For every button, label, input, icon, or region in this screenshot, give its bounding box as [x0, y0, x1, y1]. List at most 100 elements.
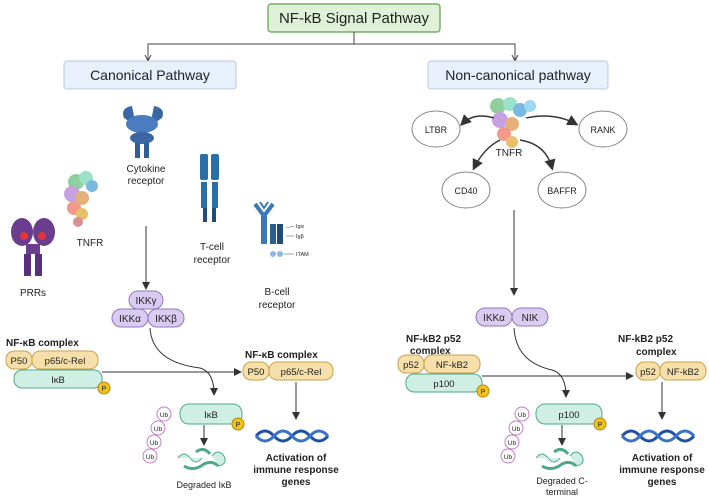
p65-label-right: p65/c-Rel — [281, 367, 322, 378]
ikka-label: IKKα — [483, 313, 505, 324]
svg-text:P: P — [481, 389, 486, 396]
activation-label-canonical-3: genes — [282, 477, 311, 488]
phospho-badge-nc-left — [476, 384, 490, 398]
arrow-ikk-phosphorylation — [149, 327, 218, 396]
p65-label-left: p65/c-Rel — [45, 356, 86, 367]
nfkb2-label-right: NF-kB2 — [667, 367, 699, 378]
prr-receptor-icon — [11, 218, 55, 276]
baffr-label: BAFFR — [547, 186, 577, 196]
tcell-receptor-icon — [200, 154, 219, 222]
nfkb2-box-right — [659, 361, 707, 381]
degraded-cterminal-icon — [535, 447, 584, 471]
nik-label: NIK — [522, 313, 539, 324]
ltbr-node — [411, 110, 461, 148]
ltbr-label: LTBR — [425, 125, 448, 135]
p100-box-ub — [535, 403, 603, 425]
arrow-to-rank — [525, 115, 579, 126]
ikb-box-ub — [179, 403, 243, 425]
activation-label-canonical-1: Activation of — [266, 453, 327, 464]
svg-text:P: P — [102, 386, 107, 393]
svg-text:P: P — [598, 422, 603, 429]
nik-box — [511, 307, 549, 327]
p52-label-left: p52 — [403, 360, 419, 371]
p65-box-left — [31, 350, 99, 370]
nfkb2-complex-label-left-1: NF-kB2 p52 — [406, 334, 461, 345]
phospho-badge-left — [97, 381, 111, 395]
phospho-badge-nc-ub — [593, 417, 607, 431]
svg-text:Ub: Ub — [504, 454, 513, 461]
nfkb-complex-label-left: NF-κB complex — [6, 338, 79, 349]
ikk-alpha-label: IKKα — [119, 314, 141, 325]
svg-text:P: P — [236, 422, 241, 429]
degraded-ikb-label: Degraded IκB — [176, 480, 231, 490]
svg-text:Ub: Ub — [508, 440, 517, 447]
bcell-receptor-label-1: B-cell — [264, 287, 289, 298]
arrow-to-ltbr — [460, 114, 495, 126]
activation-label-canonical-2: immune response — [253, 465, 339, 476]
ikb-label-left: IκB — [51, 375, 65, 386]
p50-label-right: P50 — [248, 367, 265, 378]
cytokine-receptor-label-2: receptor — [128, 176, 165, 187]
degraded-cterminal-label-2: terminal — [546, 487, 578, 497]
cd40-label: CD40 — [454, 186, 477, 196]
ubiquitin-chain-noncanonical — [500, 406, 530, 464]
ikk-beta-label: IKKβ — [155, 314, 177, 325]
tcell-receptor-label-2: receptor — [194, 255, 231, 266]
activation-label-noncanonical-1: Activation of — [632, 453, 693, 464]
p50-label-left: P50 — [11, 356, 28, 367]
tnfr-protein-icon-noncanonical — [490, 97, 536, 148]
cytokine-receptor-icon — [123, 106, 163, 158]
p100-label-ub: p100 — [558, 410, 579, 421]
ubiquitin-chain-canonical — [142, 406, 172, 464]
ikk-gamma-label: IKKγ — [135, 296, 156, 307]
cd40-node — [441, 171, 491, 209]
prrs-label: PRRs — [20, 288, 46, 299]
rank-node — [578, 110, 628, 148]
activation-label-noncanonical-2: immune response — [619, 465, 705, 476]
p65-box-right — [268, 361, 334, 381]
itam-label: ITAM — [296, 252, 309, 258]
dna-helix-icon-canonical — [254, 429, 330, 443]
baffr-node — [537, 171, 587, 209]
tnfr-label-canonical: TNFR — [77, 238, 104, 249]
ikk-gamma-box — [128, 290, 164, 310]
p100-label-left: p100 — [433, 379, 454, 390]
nfkb2-complex-label-right-2: complex — [636, 347, 677, 358]
svg-text:Ub: Ub — [146, 454, 155, 461]
arrow-to-cd40 — [472, 139, 501, 171]
degraded-ikb-icon — [177, 447, 226, 471]
ikb-label-ub: IκB — [204, 410, 218, 421]
canonical-header-box — [63, 60, 237, 90]
canonical-header: Canonical Pathway — [90, 67, 210, 83]
svg-text:Ub: Ub — [154, 426, 163, 433]
nfkb-complex-label-right: NF-κB complex — [245, 350, 318, 361]
ikk-beta-box — [147, 308, 185, 328]
p100-box-left — [405, 373, 483, 393]
ikb-box-left — [13, 369, 103, 389]
phospho-badge-ub — [231, 417, 245, 431]
tnfr-label-noncanonical: TNFR — [496, 148, 523, 159]
noncanonical-header-box — [427, 60, 609, 90]
nfkb2-complex-label-left-2: complex — [410, 346, 451, 357]
degraded-cterminal-label-1: Degraded C- — [536, 476, 588, 486]
svg-text:Ub: Ub — [160, 412, 169, 419]
title-bracket — [147, 32, 516, 60]
igb-label: Igβ — [296, 234, 304, 240]
svg-text:Ub: Ub — [150, 440, 159, 447]
nfkb2-label-left: NF-kB2 — [436, 360, 468, 371]
tnfr-protein-icon — [64, 171, 98, 227]
p52-label-right: p52 — [640, 367, 656, 378]
diagram-title: NF-kB Signal Pathway — [279, 10, 430, 27]
svg-text:Ub: Ub — [512, 426, 521, 433]
noncanonical-header: Non-canonical pathway — [445, 67, 591, 83]
bcell-receptor-label-2: receptor — [259, 300, 296, 311]
nfkb2-box-left — [423, 354, 481, 374]
bcell-receptor-icon — [253, 201, 295, 257]
arrow-nik-processing — [513, 327, 570, 398]
activation-label-noncanonical-3: genes — [648, 477, 677, 488]
rank-label: RANK — [590, 125, 615, 135]
tcell-receptor-label-1: T-cell — [200, 242, 224, 253]
arrow-to-baffr — [519, 139, 556, 171]
